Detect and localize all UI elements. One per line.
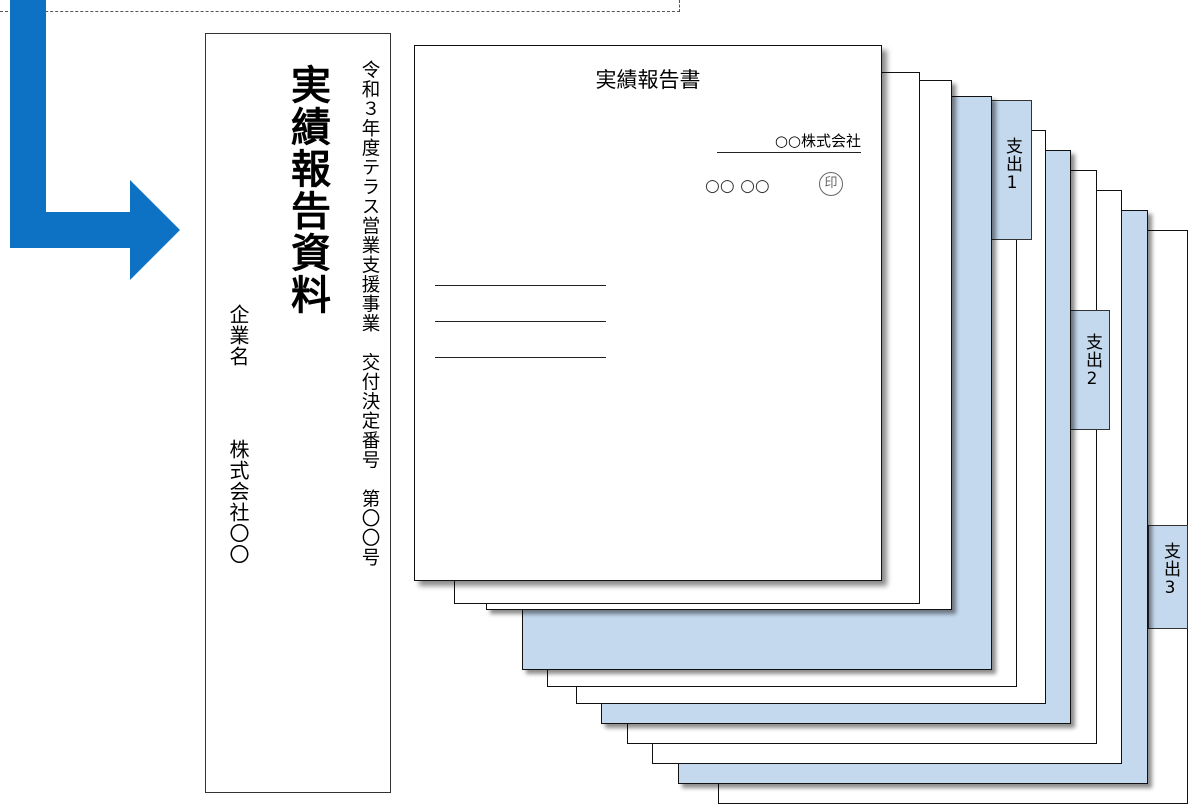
tab-label-2: 支出2 bbox=[1082, 333, 1102, 390]
tab-label-1: 支出1 bbox=[1002, 137, 1022, 194]
divider-tab-1: 支出1 bbox=[988, 100, 1032, 240]
bent-arrow-icon bbox=[10, 0, 180, 280]
spine-label: 令和３年度テラス営業支援事業 交付決定番号 第〇〇号 実績報告資料 企業名 株式… bbox=[205, 33, 391, 793]
company-name-line: ○○株式会社 bbox=[717, 130, 861, 153]
seal-stamp: 印 bbox=[819, 172, 843, 196]
divider-tab-3: 支出3 bbox=[1148, 525, 1188, 629]
report-title: 実績報告書 bbox=[595, 68, 701, 92]
signer-name: ○○ ○○ bbox=[705, 176, 770, 196]
spine-title: 実績報告資料 bbox=[284, 64, 330, 316]
tab-label-3: 支出3 bbox=[1160, 542, 1180, 599]
blank-line bbox=[435, 357, 606, 358]
blank-line bbox=[435, 321, 606, 322]
dashed-connector-line bbox=[0, 0, 680, 12]
report-front-page: 実績報告書 ○○株式会社 ○○ ○○ 印 bbox=[414, 45, 882, 581]
spine-subtitle: 令和３年度テラス営業支援事業 交付決定番号 第〇〇号 bbox=[359, 60, 380, 567]
company-name: 株式会社〇〇 bbox=[226, 439, 250, 565]
company-label: 企業名 bbox=[226, 304, 250, 367]
blank-line bbox=[435, 285, 606, 286]
divider-tab-2: 支出2 bbox=[1070, 310, 1110, 430]
